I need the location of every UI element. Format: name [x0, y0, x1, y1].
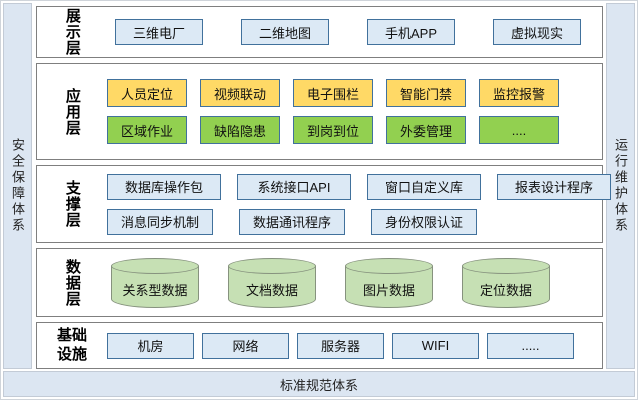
cylinder-top [345, 257, 433, 274]
diagram-box: 二维地图 [241, 19, 329, 45]
diagram-box: ..... [487, 332, 574, 359]
diagram-box: 视频联动 [200, 79, 280, 107]
layer-infrastructure-label: 基础设施 [56, 326, 87, 363]
data-row: 关系型数据 文档数据 图片数据 定位数据 [107, 257, 596, 308]
diagram-box: 监控报警 [479, 79, 559, 107]
security-assurance-label: 安全保障体系 [10, 138, 25, 234]
cylinder-top [462, 257, 550, 274]
diagram-box: 外委管理 [386, 116, 466, 144]
cylinder-body [462, 265, 550, 308]
diagram-box: 系统接口API [237, 173, 351, 200]
layer-data-label: 数据层 [63, 258, 81, 307]
diagram-box: 数据通讯程序 [239, 208, 345, 235]
cylinder-label: 定位数据 [479, 282, 532, 298]
database-cylinder: 定位数据 [462, 257, 550, 308]
diagram-box: WIFI [392, 332, 479, 359]
diagram-box: 报表设计程序 [497, 173, 611, 200]
cylinder-top [111, 257, 199, 274]
database-cylinder: 图片数据 [345, 257, 433, 308]
diagram-box: 区域作业 [107, 116, 187, 144]
layer-support: 支撑层 数据库操作包系统接口API 窗口自定义库报表设计程序 消息同步机制数据通讯… [36, 165, 611, 243]
application-row-2: 区域作业缺陷隐患到岗到位外委管理.... [107, 116, 596, 144]
diagram-box: 到岗到位 [293, 116, 373, 144]
layer-infrastructure: 基础设施 机房网络服务器 WIFI..... [36, 322, 603, 369]
diagram-box: 智能门禁 [386, 79, 466, 107]
diagram-box: 缺陷隐患 [200, 116, 280, 144]
standards-specification-label: 标准规范体系 [279, 377, 358, 393]
cylinder-top [228, 257, 316, 274]
layer-application: 应用层 人员定位视频联动电子围栏智能门禁监控报警 区域作业缺陷隐患到岗到位外委管… [36, 63, 603, 160]
cylinder-label: 文档数据 [245, 282, 298, 298]
diagram-box: 手机APP [367, 19, 455, 45]
standards-specification-bar: 标准规范体系 [3, 371, 635, 397]
database-cylinder: 关系型数据 [111, 257, 199, 308]
diagram-box: 人员定位 [107, 79, 187, 107]
diagram-box: 数据库操作包 [107, 173, 221, 200]
diagram-box: 消息同步机制 [107, 208, 213, 235]
diagram-box: 网络 [202, 332, 289, 359]
diagram-box: 身份权限认证 [371, 208, 477, 235]
layer-data: 数据层 关系型数据 文档数据 图片数据 定位数据 [36, 248, 603, 317]
cylinder-label: 关系型数据 [122, 282, 188, 298]
layer-support-label: 支撑层 [63, 180, 81, 228]
security-assurance-pillar: 安全保障体系 [3, 3, 32, 369]
diagram-box: 虚拟现实 [493, 19, 581, 45]
diagram-box: .... [479, 116, 559, 144]
diagram-box: 服务器 [297, 332, 384, 359]
layer-presentation-label: 展示层 [63, 8, 81, 56]
diagram-box: 三维电厂 [115, 19, 203, 45]
layer-presentation: 展示层 三维电厂 二维地图 手机APP 虚拟现实 [36, 6, 603, 58]
infrastructure-row: 机房网络服务器 WIFI..... [107, 332, 596, 359]
support-row-2: 消息同步机制数据通讯程序身份权限认证 [107, 208, 611, 235]
application-row-1: 人员定位视频联动电子围栏智能门禁监控报警 [107, 79, 596, 107]
cylinder-label: 图片数据 [362, 282, 415, 298]
layer-application-label: 应用层 [63, 87, 81, 136]
support-row-1: 数据库操作包系统接口API 窗口自定义库报表设计程序 [107, 173, 611, 200]
diagram-box: 机房 [107, 332, 194, 359]
diagram-box: 电子围栏 [293, 79, 373, 107]
operation-maintenance-label: 运行维护体系 [613, 138, 628, 234]
presentation-row: 三维电厂 二维地图 手机APP 虚拟现实 [107, 19, 596, 45]
database-cylinder: 文档数据 [228, 257, 316, 308]
diagram-box: 窗口自定义库 [367, 173, 481, 200]
